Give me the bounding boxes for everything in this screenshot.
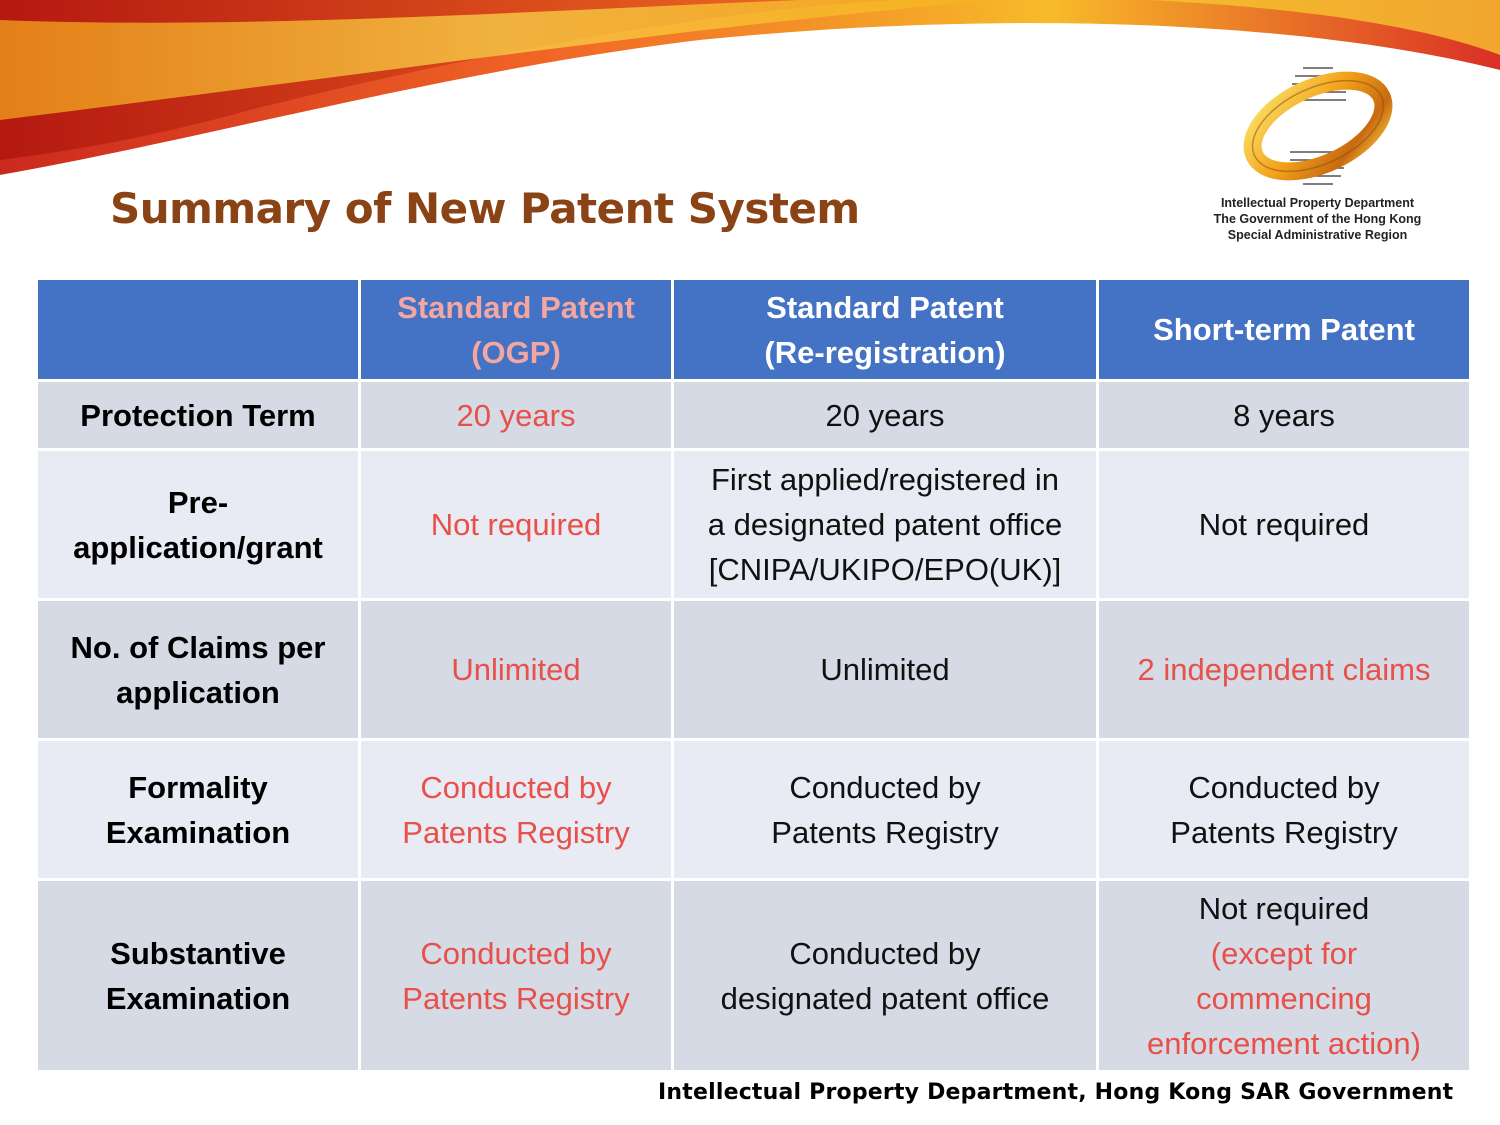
- row-label-line: Pre-: [44, 480, 352, 525]
- header-line: Standard Patent: [680, 285, 1090, 330]
- table-row: No. of Claims perapplicationUnlimitedUnl…: [37, 600, 1471, 740]
- footer-credit: Intellectual Property Department, Hong K…: [658, 1080, 1453, 1105]
- cell-line: Not required: [1105, 886, 1463, 931]
- cell-line: Patents Registry: [367, 810, 665, 855]
- table-cell: First applied/registered ina designated …: [673, 450, 1098, 600]
- row-label-line: Examination: [44, 810, 352, 855]
- header-line: (OGP): [367, 330, 665, 375]
- cell-line: Conducted by: [680, 765, 1090, 810]
- table-cell: Not required: [360, 450, 673, 600]
- table-row: Protection Term 20 years 20 years 8 years: [37, 381, 1471, 450]
- header-short-term-patent: Short-term Patent: [1098, 279, 1471, 381]
- golden-ring-logo-icon: [1190, 58, 1445, 193]
- cell-line: Conducted by: [1105, 765, 1463, 810]
- table-row: SubstantiveExaminationConducted byPatent…: [37, 880, 1471, 1072]
- header-standard-patent-reregistration: Standard Patent(Re-registration): [673, 279, 1098, 381]
- logo-caption-line: Special Administrative Region: [1190, 227, 1445, 243]
- table-cell: Unlimited: [360, 600, 673, 740]
- cell-line: Patents Registry: [680, 810, 1090, 855]
- cell-line: Unlimited: [367, 647, 665, 692]
- logo-caption: Intellectual Property Department The Gov…: [1190, 195, 1445, 243]
- table-cell: 8 years: [1098, 381, 1471, 450]
- row-label-line: Protection Term: [44, 393, 352, 438]
- row-label-line: application/grant: [44, 525, 352, 570]
- cell-line: enforcement action): [1105, 1021, 1463, 1066]
- cell-line: [CNIPA/UKIPO/EPO(UK)]: [680, 547, 1090, 592]
- table-cell: Not required: [1098, 450, 1471, 600]
- row-label-line: Formality: [44, 765, 352, 810]
- cell-line: Not required: [1105, 502, 1463, 547]
- header-empty-cell: [37, 279, 360, 381]
- table-cell: 20 years: [360, 381, 673, 450]
- cell-line: Patents Registry: [367, 976, 665, 1021]
- header-line: Short-term Patent: [1105, 307, 1463, 352]
- row-label-cell: No. of Claims perapplication: [37, 600, 360, 740]
- row-label-line: No. of Claims per: [44, 625, 352, 670]
- logo-caption-line: The Government of the Hong Kong: [1190, 211, 1445, 227]
- row-label-line: Substantive: [44, 931, 352, 976]
- logo-caption-line: Intellectual Property Department: [1190, 195, 1445, 211]
- cell-line: Not required: [367, 502, 665, 547]
- cell-line: Conducted by: [367, 931, 665, 976]
- table-row: Pre-application/grantNot requiredFirst a…: [37, 450, 1471, 600]
- cell-line: First applied/registered in: [680, 457, 1090, 502]
- table-header-row: Standard Patent(OGP) Standard Patent(Re-…: [37, 279, 1471, 381]
- table-row: FormalityExaminationConducted byPatents …: [37, 740, 1471, 880]
- cell-line: Conducted by: [680, 931, 1090, 976]
- table-cell: Unlimited: [673, 600, 1098, 740]
- cell-line: 2 independent claims: [1105, 647, 1463, 692]
- row-label-cell: FormalityExamination: [37, 740, 360, 880]
- cell-line: commencing: [1105, 976, 1463, 1021]
- cell-line: designated patent office: [680, 976, 1090, 1021]
- cell-line: 20 years: [367, 393, 665, 438]
- header-line: Standard Patent: [367, 285, 665, 330]
- row-label-line: application: [44, 670, 352, 715]
- cell-line: 8 years: [1105, 393, 1463, 438]
- header-standard-patent-ogp: Standard Patent(OGP): [360, 279, 673, 381]
- table-cell: 20 years: [673, 381, 1098, 450]
- row-label-cell: SubstantiveExamination: [37, 880, 360, 1072]
- patent-summary-table: Standard Patent(OGP) Standard Patent(Re-…: [35, 277, 1472, 1073]
- cell-line: Unlimited: [680, 647, 1090, 692]
- header-line: (Re-registration): [680, 330, 1090, 375]
- cell-line: 20 years: [680, 393, 1090, 438]
- cell-line: Patents Registry: [1105, 810, 1463, 855]
- cell-line: a designated patent office: [680, 502, 1090, 547]
- table-cell: Conducted bydesignated patent office: [673, 880, 1098, 1072]
- slide-title: Summary of New Patent System: [110, 184, 860, 233]
- table-cell: Conducted byPatents Registry: [360, 880, 673, 1072]
- table-cell: 2 independent claims: [1098, 600, 1471, 740]
- ipd-logo: Intellectual Property Department The Gov…: [1190, 58, 1445, 248]
- row-label-cell: Protection Term: [37, 381, 360, 450]
- table-cell: Conducted byPatents Registry: [673, 740, 1098, 880]
- row-label-cell: Pre-application/grant: [37, 450, 360, 600]
- table-cell: Conducted byPatents Registry: [1098, 740, 1471, 880]
- row-label-line: Examination: [44, 976, 352, 1021]
- table-cell: Not required(except forcommencingenforce…: [1098, 880, 1471, 1072]
- cell-line: Conducted by: [367, 765, 665, 810]
- cell-line: (except for: [1105, 931, 1463, 976]
- table-cell: Conducted byPatents Registry: [360, 740, 673, 880]
